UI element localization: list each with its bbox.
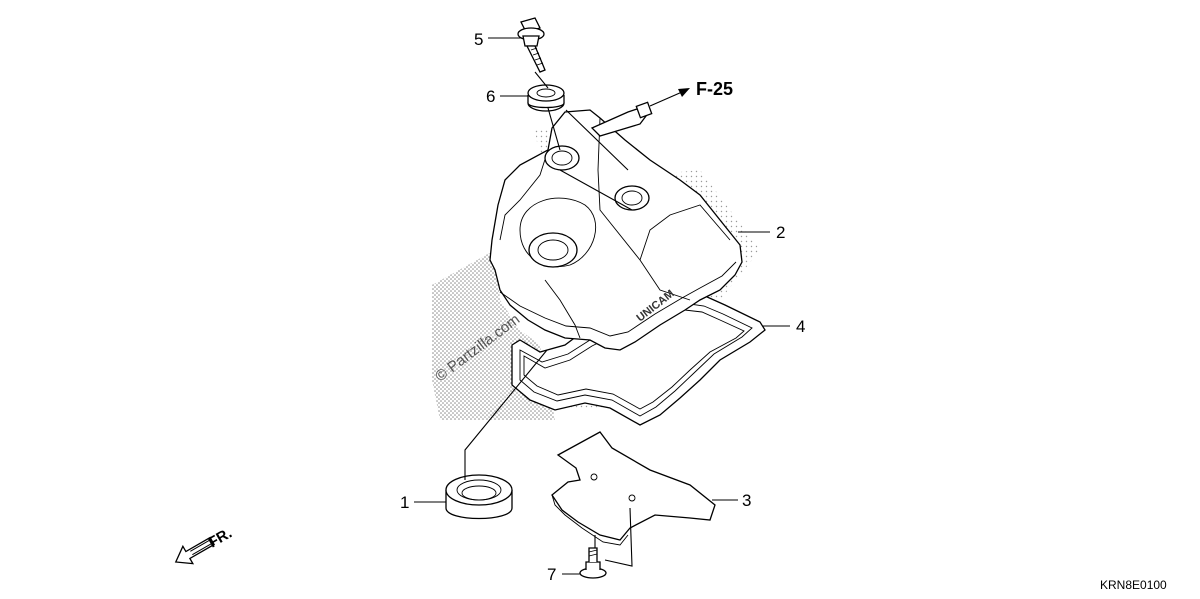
plate-part-3[interactable] [551,431,716,546]
bolt-part-5[interactable] [517,17,546,73]
callout-6: 6 [486,87,495,106]
reference-arrow [649,88,690,107]
reference-label: F-25 [696,79,733,99]
callout-5: 5 [474,30,483,49]
projection-lines [464,71,633,567]
callout-3: 3 [742,491,751,510]
callout-1: 1 [400,493,409,512]
screw-part-7[interactable] [579,547,607,579]
callout-2: 2 [776,223,785,242]
grommet-part-6[interactable] [527,84,565,112]
diagram-code: KRN8E0100 [1100,578,1167,592]
callout-7: 7 [547,565,556,584]
callout-4: 4 [796,317,805,336]
callout-leaders [414,37,790,575]
seal-part-1[interactable] [445,474,513,520]
front-direction-arrow: FR. [174,525,235,565]
